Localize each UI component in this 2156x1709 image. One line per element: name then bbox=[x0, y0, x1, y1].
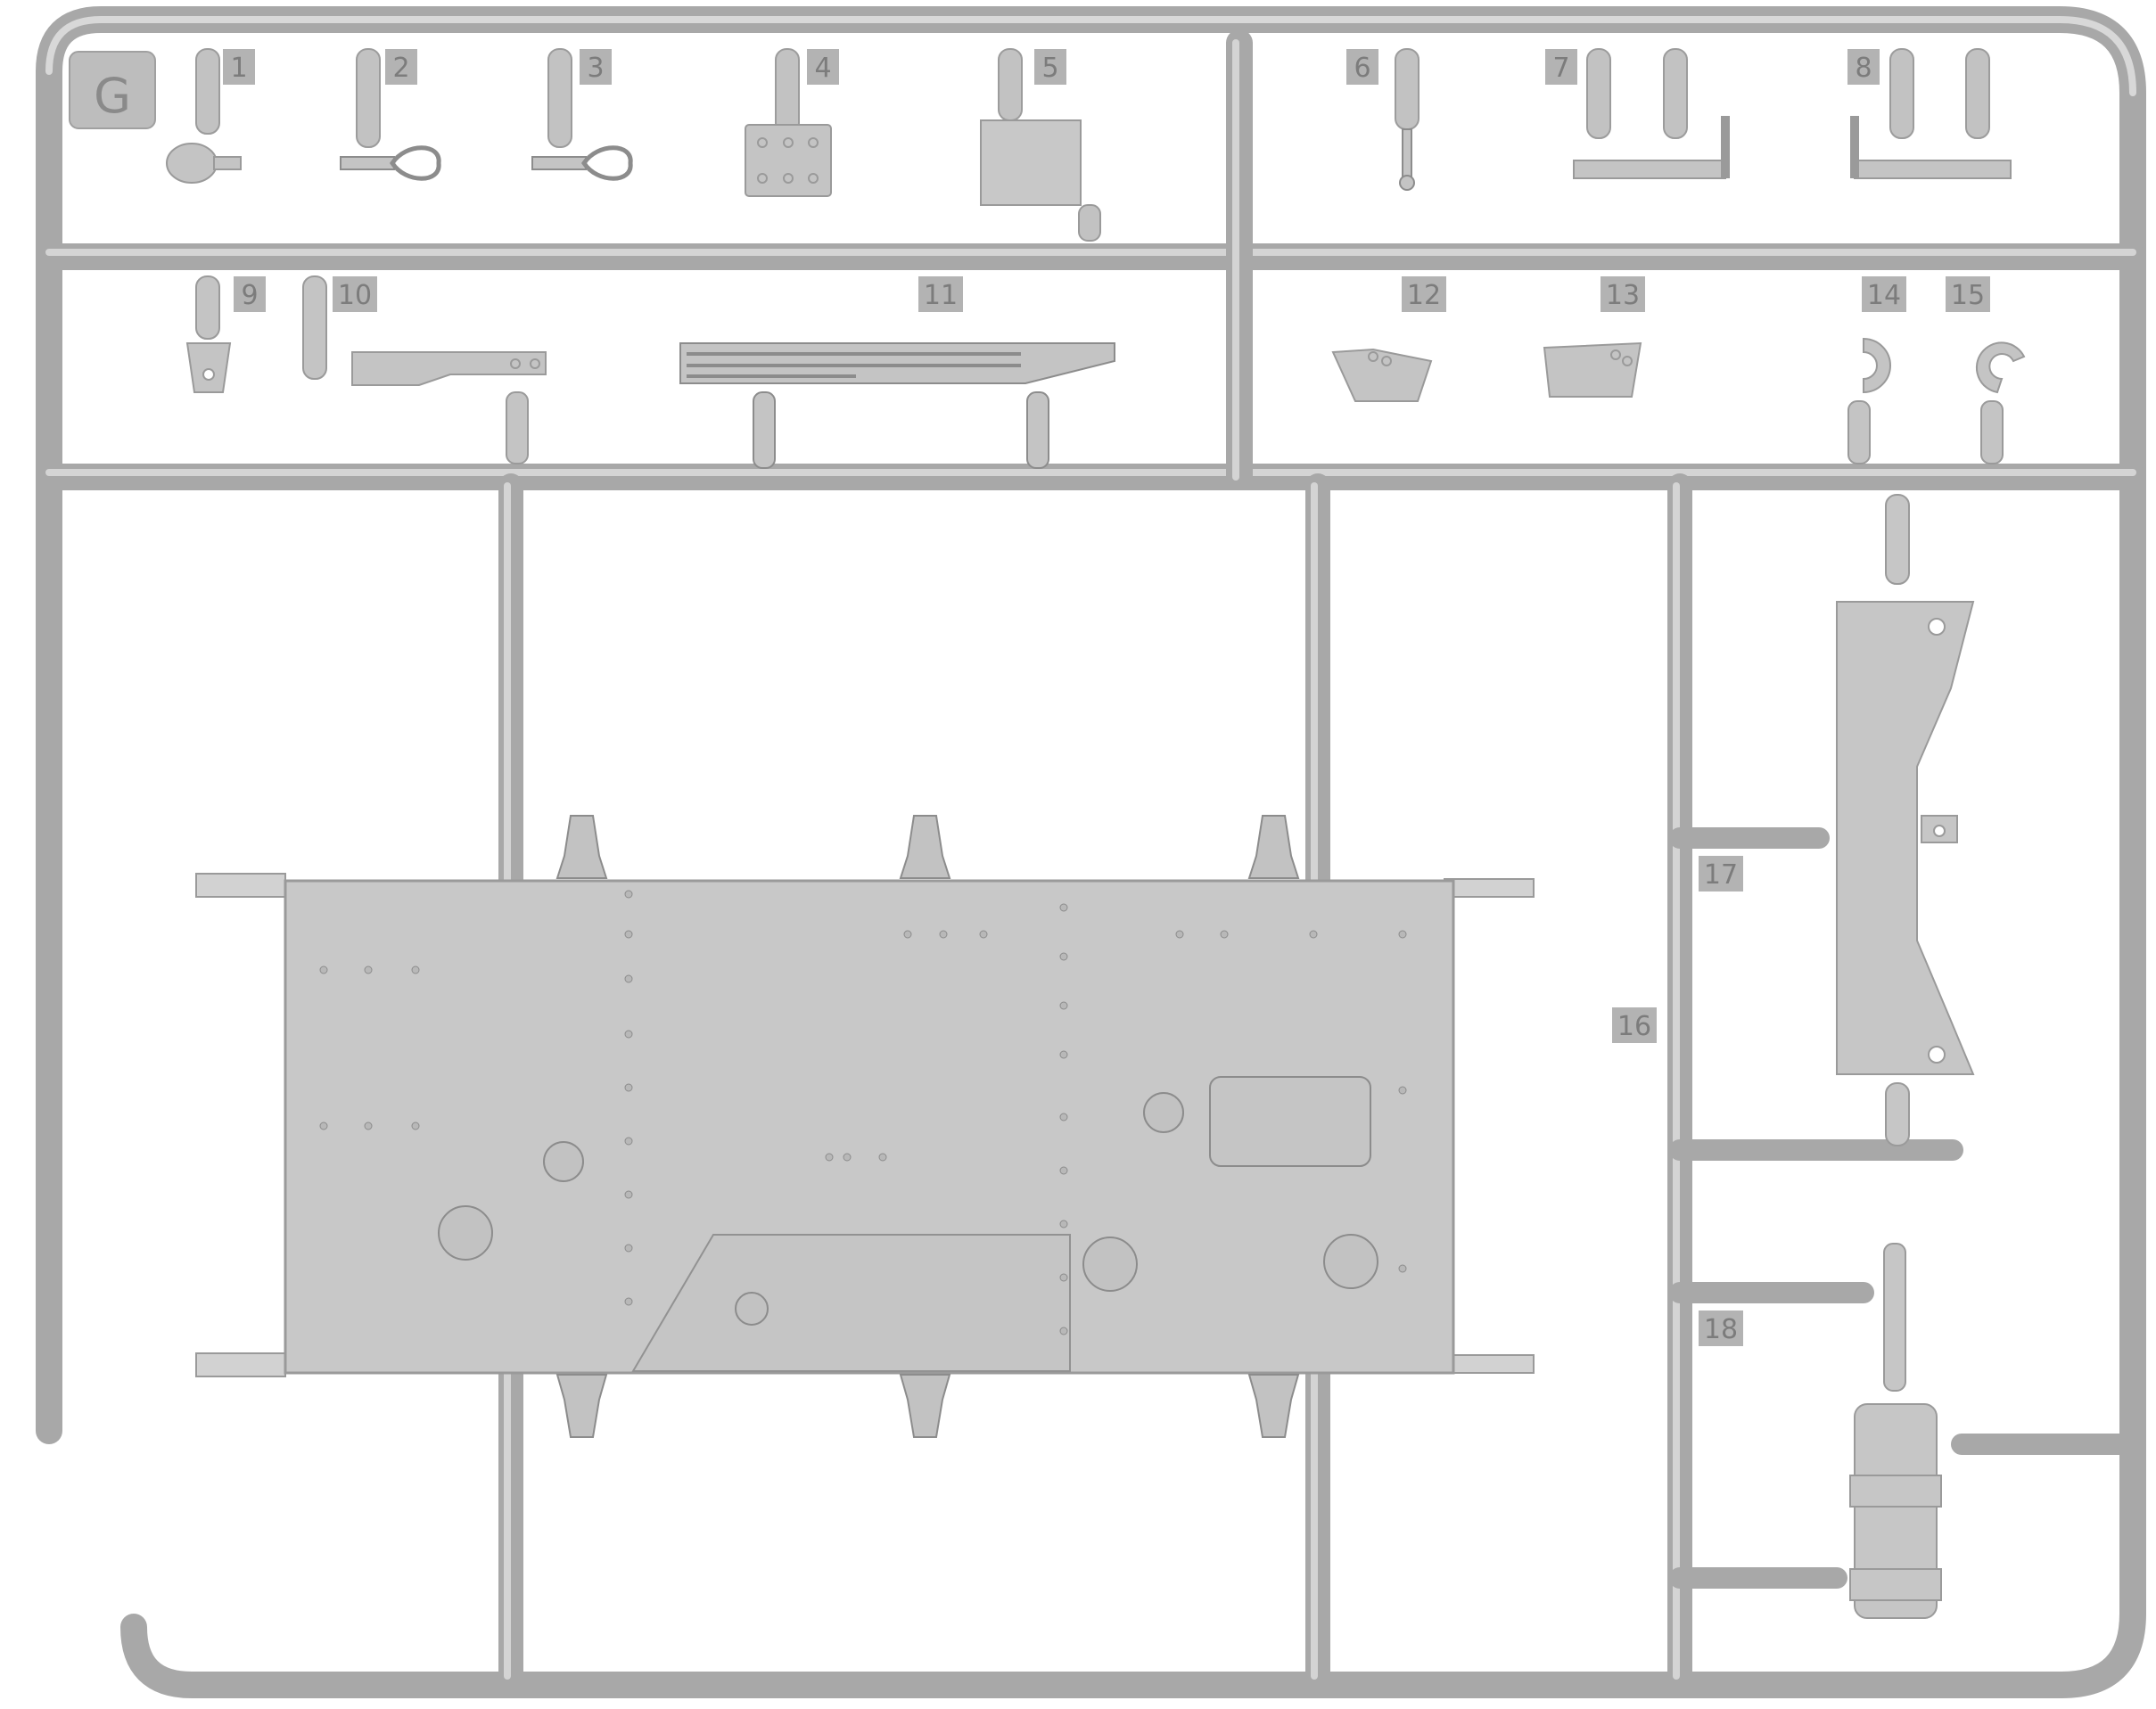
outer-frame bbox=[36, 6, 2146, 1698]
svg-text:15: 15 bbox=[1951, 280, 1985, 311]
horizontal-runners bbox=[36, 243, 2146, 490]
svg-text:16: 16 bbox=[1617, 1011, 1651, 1042]
hull-floor-plate bbox=[195, 873, 1535, 1377]
tag-8: 8 bbox=[1847, 49, 1880, 85]
part-2 bbox=[340, 145, 441, 181]
part-3 bbox=[531, 145, 633, 181]
tag-2: 2 bbox=[385, 49, 417, 85]
part-13 bbox=[1543, 341, 1642, 398]
svg-text:9: 9 bbox=[241, 280, 258, 311]
tag-10: 10 bbox=[333, 276, 377, 312]
tag-1: 1 bbox=[223, 49, 255, 85]
svg-text:4: 4 bbox=[814, 53, 831, 84]
tag-5: 5 bbox=[1034, 49, 1066, 85]
tag-14: 14 bbox=[1862, 276, 1906, 312]
gate-stubs-top bbox=[195, 48, 1990, 148]
tag-6: 6 bbox=[1346, 49, 1378, 85]
tag-9: 9 bbox=[234, 276, 266, 312]
sprue-letter: G bbox=[94, 68, 131, 124]
svg-text:5: 5 bbox=[1041, 53, 1058, 84]
part-12 bbox=[1331, 348, 1433, 402]
svg-text:7: 7 bbox=[1552, 53, 1569, 84]
tag-12: 12 bbox=[1402, 276, 1446, 312]
part-number-tags: 1 2 3 4 5 6 7 8 9 10 11 12 13 14 15 16 1… bbox=[223, 49, 1990, 1346]
part-5 bbox=[980, 119, 1101, 242]
svg-text:11: 11 bbox=[924, 280, 958, 311]
hull-lugs bbox=[555, 815, 1300, 1438]
svg-text:18: 18 bbox=[1704, 1314, 1738, 1345]
part-10 bbox=[302, 275, 547, 464]
part-7 bbox=[1573, 116, 1730, 179]
svg-text:17: 17 bbox=[1704, 859, 1738, 891]
tag-4: 4 bbox=[807, 49, 839, 85]
part-18 bbox=[1849, 1243, 1942, 1619]
svg-text:12: 12 bbox=[1407, 280, 1441, 311]
svg-text:6: 6 bbox=[1354, 53, 1370, 84]
tag-17: 17 bbox=[1699, 856, 1743, 891]
part-17 bbox=[1836, 494, 1975, 1146]
svg-text:1: 1 bbox=[230, 53, 247, 84]
part-6 bbox=[1399, 128, 1415, 191]
part-8 bbox=[1850, 116, 2012, 179]
svg-text:13: 13 bbox=[1606, 280, 1640, 311]
tag-3: 3 bbox=[580, 49, 612, 85]
tag-15: 15 bbox=[1946, 276, 1990, 312]
tag-16: 16 bbox=[1612, 1007, 1657, 1043]
part-14 bbox=[1847, 337, 1891, 464]
svg-text:8: 8 bbox=[1855, 53, 1872, 84]
part-15 bbox=[1975, 341, 2026, 464]
tag-7: 7 bbox=[1545, 49, 1577, 85]
part-1 bbox=[166, 143, 242, 184]
svg-text:2: 2 bbox=[392, 53, 409, 84]
svg-text:3: 3 bbox=[587, 53, 604, 84]
part-4 bbox=[745, 124, 832, 197]
svg-text:14: 14 bbox=[1867, 280, 1901, 311]
svg-text:10: 10 bbox=[338, 280, 372, 311]
sprue-letter-tag: G bbox=[69, 51, 156, 129]
tag-18: 18 bbox=[1699, 1311, 1743, 1346]
tag-11: 11 bbox=[918, 276, 963, 312]
part-11 bbox=[679, 342, 1115, 469]
part-9 bbox=[185, 275, 232, 393]
tag-13: 13 bbox=[1601, 276, 1645, 312]
